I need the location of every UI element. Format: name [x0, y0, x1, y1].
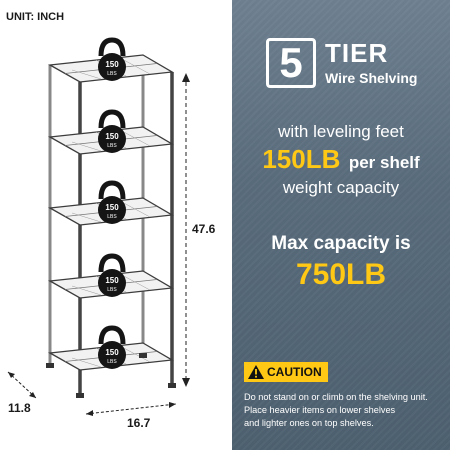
feature-leveling-feet: with leveling feet: [278, 122, 404, 141]
kettlebell-icon: 150 LBS: [98, 325, 126, 369]
shelving-drawing: 150 LBS 150 LBS 150 LBS 150 LBS 150 LBS: [7, 37, 190, 416]
height-dimension: 47.6: [192, 222, 216, 236]
kettlebell-weight: 150: [105, 60, 119, 69]
warning-icon: [248, 365, 264, 379]
tier-word: TIER: [325, 38, 389, 68]
kettlebell-icon: 150 LBS: [98, 109, 126, 153]
feature-weight-capacity: weight capacity: [282, 178, 400, 197]
kettlebell-unit: LBS: [107, 71, 117, 77]
kettlebell-unit: LBS: [107, 214, 117, 220]
kettlebell-icon: 150 LBS: [98, 37, 126, 81]
kettlebell-unit: LBS: [107, 287, 117, 293]
caution-line: Place heavier items on lower shelves: [244, 405, 396, 415]
caution-note: Do not stand on or climb on the shelving…: [244, 391, 444, 430]
caution-line: and lighter ones on top shelves.: [244, 418, 374, 428]
feature-per-shelf: 150LB per shelf: [232, 144, 450, 175]
caution-label: CAUTION: [267, 365, 322, 379]
unit-label: UNIT: INCH: [6, 11, 65, 23]
depth-dimension: 11.8: [8, 401, 31, 415]
kettlebell-unit: LBS: [107, 143, 117, 149]
max-capacity-value: 750LB: [295, 258, 387, 291]
kettlebell-icon: 150 LBS: [98, 180, 126, 224]
kettlebell-weight: 150: [105, 348, 119, 357]
kettlebells: 150 LBS 150 LBS 150 LBS 150 LBS 150 LBS: [98, 37, 126, 369]
width-dimension-line: [85, 402, 177, 416]
max-capacity-label: Max capacity is: [271, 233, 411, 254]
per-shelf-label: per shelf: [348, 153, 420, 172]
kettlebell-icon: 150 LBS: [98, 253, 126, 297]
kettlebell-weight: 150: [105, 203, 119, 212]
tier-subtitle: Wire Shelving: [325, 70, 418, 86]
width-dimension: 16.7: [127, 416, 151, 430]
caution-line: Do not stand on or climb on the shelving…: [244, 392, 428, 402]
per-shelf-weight: 150LB: [262, 144, 341, 174]
caution-badge: CAUTION: [244, 362, 328, 382]
kettlebell-unit: LBS: [107, 359, 117, 365]
kettlebell-weight: 150: [105, 132, 119, 141]
depth-dimension-line: [7, 371, 37, 399]
kettlebell-weight: 150: [105, 276, 119, 285]
tier-number-badge: 5: [266, 38, 316, 88]
height-dimension-line: [182, 73, 190, 387]
